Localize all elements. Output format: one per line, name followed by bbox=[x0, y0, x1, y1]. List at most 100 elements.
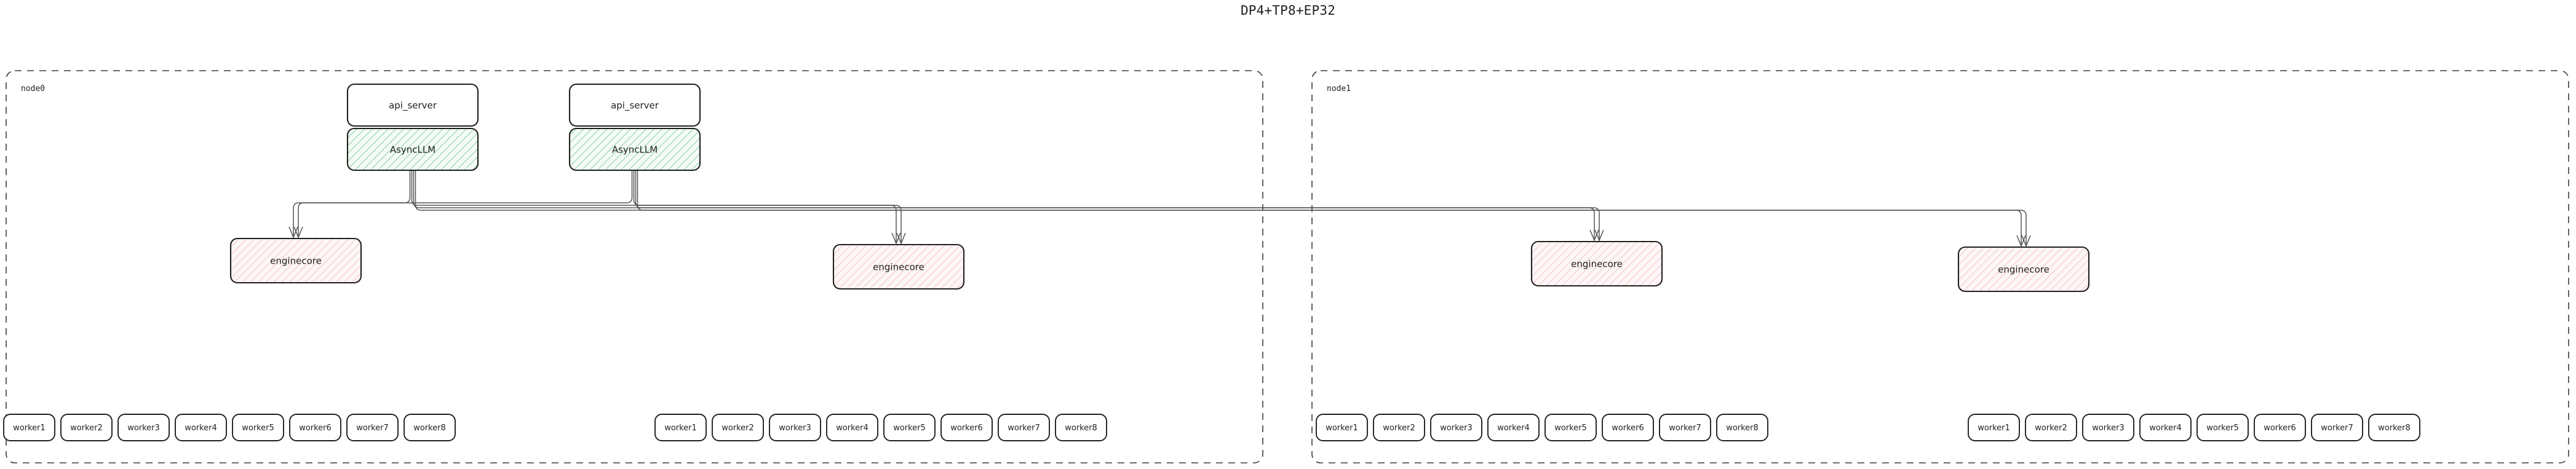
edge-async_llm_1-to-enginecore_2 bbox=[635, 170, 1600, 240]
worker-box-1-4-rect bbox=[883, 414, 936, 441]
worker-box-0-7[interactable]: worker8 bbox=[403, 414, 456, 441]
worker-box-0-1-label: worker2 bbox=[70, 424, 103, 433]
worker-box-2-0[interactable]: worker1 bbox=[1316, 414, 1368, 441]
worker-box-1-0-rect bbox=[654, 414, 707, 441]
worker-box-0-7-label: worker8 bbox=[413, 424, 446, 433]
enginecore-box-2[interactable]: enginecore bbox=[1530, 240, 1663, 287]
worker-box-3-0-rect bbox=[1968, 414, 2020, 441]
worker-box-2-0-rect bbox=[1316, 414, 1368, 441]
worker-box-1-7-rect bbox=[1055, 414, 1107, 441]
worker-box-3-4[interactable]: worker5 bbox=[2196, 414, 2249, 441]
worker-box-2-7-label: worker8 bbox=[1726, 424, 1759, 433]
worker-box-3-6-label: worker7 bbox=[2321, 424, 2353, 433]
enginecore-box-2-rect bbox=[1530, 240, 1663, 287]
enginecore-box-0[interactable]: enginecore bbox=[229, 237, 362, 284]
edge-arrowhead-5 bbox=[896, 232, 906, 245]
worker-box-2-7-rect bbox=[1716, 414, 1768, 441]
worker-box-3-3-rect bbox=[2139, 414, 2192, 441]
worker-box-1-2[interactable]: worker3 bbox=[769, 414, 821, 441]
worker-box-0-2-label: worker3 bbox=[127, 424, 160, 433]
enginecore-box-1[interactable]: enginecore bbox=[832, 243, 965, 290]
worker-box-0-2[interactable]: worker3 bbox=[117, 414, 170, 441]
worker-box-2-3-label: worker4 bbox=[1497, 424, 1530, 433]
enginecore-box-2-label: enginecore bbox=[1571, 259, 1623, 270]
worker-box-0-6-label: worker7 bbox=[356, 424, 389, 433]
cluster-node0: node0 bbox=[6, 70, 1263, 463]
edge-async_llm_1-to-enginecore_0 bbox=[298, 170, 633, 237]
worker-box-3-0[interactable]: worker1 bbox=[1968, 414, 2020, 441]
api-server-box-0[interactable]: api_server bbox=[346, 83, 479, 127]
async-llm-box-1[interactable]: AsyncLLM bbox=[568, 127, 701, 171]
worker-box-0-6[interactable]: worker7 bbox=[346, 414, 399, 441]
worker-box-1-1-label: worker2 bbox=[722, 424, 754, 433]
worker-box-3-1-rect bbox=[2025, 414, 2077, 441]
enginecore-box-3-rect bbox=[1957, 246, 2090, 293]
worker-box-1-4[interactable]: worker5 bbox=[883, 414, 936, 441]
worker-box-0-4-rect bbox=[232, 414, 284, 441]
worker-box-0-3[interactable]: worker4 bbox=[175, 414, 227, 441]
worker-box-3-4-rect bbox=[2196, 414, 2249, 441]
worker-box-3-2-label: worker3 bbox=[2092, 424, 2125, 433]
worker-box-2-2[interactable]: worker3 bbox=[1430, 414, 1482, 441]
worker-box-0-1-rect bbox=[60, 414, 113, 441]
async-llm-box-1-rect bbox=[568, 127, 701, 171]
async-llm-box-0[interactable]: AsyncLLM bbox=[346, 127, 479, 171]
edge-arrowhead-7 bbox=[2021, 235, 2031, 247]
worker-box-3-3[interactable]: worker4 bbox=[2139, 414, 2192, 441]
worker-box-2-5[interactable]: worker6 bbox=[1602, 414, 1654, 441]
worker-box-1-2-label: worker3 bbox=[779, 424, 811, 433]
worker-box-0-0-label: worker1 bbox=[13, 424, 46, 433]
worker-box-3-1-label: worker2 bbox=[2035, 424, 2067, 433]
worker-box-0-0[interactable]: worker1 bbox=[3, 414, 55, 441]
worker-box-1-5[interactable]: worker6 bbox=[940, 414, 993, 441]
worker-box-0-2-rect bbox=[117, 414, 170, 441]
worker-box-2-7[interactable]: worker8 bbox=[1716, 414, 1768, 441]
enginecore-box-1-rect bbox=[832, 243, 965, 290]
worker-box-1-1[interactable]: worker2 bbox=[712, 414, 764, 441]
worker-box-1-1-rect bbox=[712, 414, 764, 441]
api-server-box-1-rect bbox=[568, 83, 701, 127]
edges-layer bbox=[288, 170, 2031, 247]
worker-box-1-4-label: worker5 bbox=[893, 424, 926, 433]
worker-box-3-7-label: worker8 bbox=[2378, 424, 2411, 433]
worker-box-2-3-rect bbox=[1487, 414, 1540, 441]
worker-box-1-7[interactable]: worker8 bbox=[1055, 414, 1107, 441]
worker-box-1-0[interactable]: worker1 bbox=[654, 414, 707, 441]
api-server-box-0-label: api_server bbox=[389, 100, 437, 112]
worker-box-3-7[interactable]: worker8 bbox=[2368, 414, 2420, 441]
page-title: DP4+TP8+EP32 bbox=[1240, 3, 1336, 18]
worker-box-3-3-label: worker4 bbox=[2149, 424, 2182, 433]
worker-box-2-6[interactable]: worker7 bbox=[1659, 414, 1711, 441]
edge-async_llm_1-to-enginecore_3 bbox=[637, 170, 2027, 246]
worker-box-2-1[interactable]: worker2 bbox=[1373, 414, 1425, 441]
worker-box-1-7-label: worker8 bbox=[1065, 424, 1097, 433]
api-server-box-1[interactable]: api_server bbox=[568, 83, 701, 127]
worker-box-3-4-label: worker5 bbox=[2206, 424, 2239, 433]
worker-box-0-3-rect bbox=[175, 414, 227, 441]
worker-box-1-3[interactable]: worker4 bbox=[826, 414, 878, 441]
worker-box-0-4[interactable]: worker5 bbox=[232, 414, 284, 441]
enginecore-box-3[interactable]: enginecore bbox=[1957, 246, 2090, 293]
worker-box-1-3-rect bbox=[826, 414, 878, 441]
worker-box-0-3-label: worker4 bbox=[185, 424, 217, 433]
enginecore-box-1-label: enginecore bbox=[873, 262, 924, 273]
worker-box-0-5[interactable]: worker6 bbox=[289, 414, 341, 441]
edge-async_llm_0-to-enginecore_1 bbox=[411, 170, 897, 243]
worker-box-2-0-label: worker1 bbox=[1326, 424, 1358, 433]
worker-box-0-1[interactable]: worker2 bbox=[60, 414, 113, 441]
edge-async_llm_1-to-enginecore_1 bbox=[633, 170, 902, 243]
async-llm-box-1-label: AsyncLLM bbox=[612, 144, 658, 156]
worker-box-2-6-rect bbox=[1659, 414, 1711, 441]
worker-box-0-5-label: worker6 bbox=[299, 424, 332, 433]
worker-box-2-4[interactable]: worker5 bbox=[1544, 414, 1597, 441]
worker-box-3-1[interactable]: worker2 bbox=[2025, 414, 2077, 441]
worker-box-1-0-label: worker1 bbox=[664, 424, 697, 433]
worker-box-2-3[interactable]: worker4 bbox=[1487, 414, 1540, 441]
worker-box-3-5[interactable]: worker6 bbox=[2254, 414, 2306, 441]
worker-box-3-6[interactable]: worker7 bbox=[2311, 414, 2363, 441]
worker-box-1-6[interactable]: worker7 bbox=[998, 414, 1050, 441]
worker-box-3-2[interactable]: worker3 bbox=[2082, 414, 2134, 441]
worker-box-0-0-rect bbox=[3, 414, 55, 441]
